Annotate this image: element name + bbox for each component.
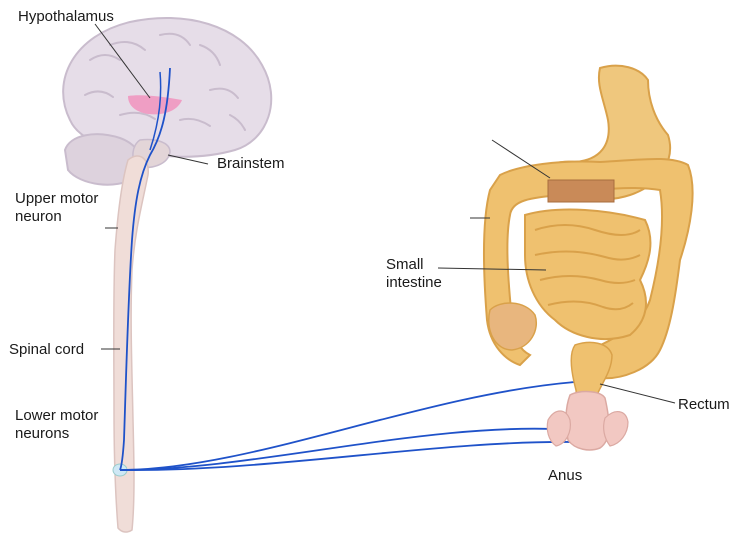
transverse-cut	[548, 180, 614, 202]
digestive-tract	[484, 66, 693, 450]
label-lower-motor-neurons: Lower motor neurons	[15, 407, 98, 443]
label-anus: Anus	[548, 467, 582, 485]
cecum	[489, 303, 537, 350]
label-brainstem: Brainstem	[217, 155, 285, 173]
label-hypothalamus: Hypothalamus	[18, 8, 114, 26]
label-rectum: Rectum	[678, 396, 730, 414]
anal-canal	[566, 392, 609, 450]
small-intestine	[525, 210, 650, 339]
label-spinal-cord: Spinal cord	[9, 341, 84, 359]
label-upper-motor-neuron: Upper motor neuron	[15, 190, 98, 226]
label-small-intestine: Small intestine	[386, 256, 442, 292]
